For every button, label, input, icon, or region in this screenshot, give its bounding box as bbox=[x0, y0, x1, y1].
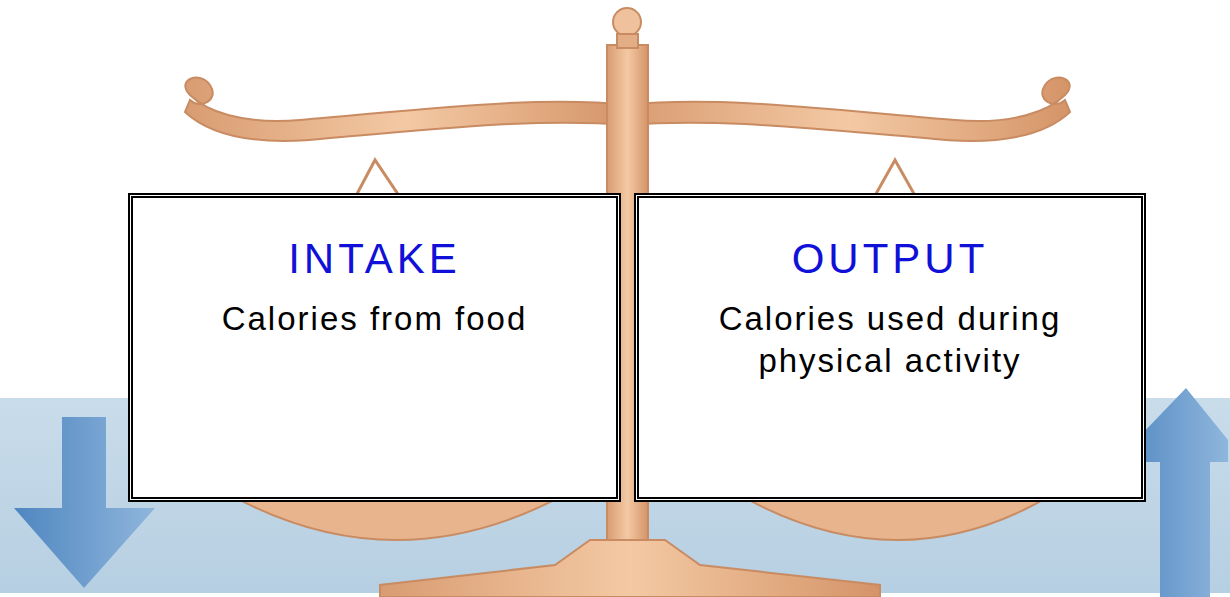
box-description: Calories used during physical activity bbox=[649, 298, 1131, 381]
double-border-box: OUTPUT Calories used during physical acti… bbox=[634, 193, 1146, 502]
scale-neck bbox=[617, 34, 638, 48]
box-heading: INTAKE bbox=[143, 234, 606, 284]
right-beam bbox=[627, 78, 1070, 141]
scale-knob bbox=[613, 8, 641, 36]
box-description: Calories from food bbox=[143, 298, 606, 339]
left-beam bbox=[185, 78, 627, 141]
box-heading: OUTPUT bbox=[649, 234, 1131, 284]
double-border-box: INTAKE Calories from food bbox=[128, 193, 621, 502]
scale-base bbox=[380, 540, 880, 597]
